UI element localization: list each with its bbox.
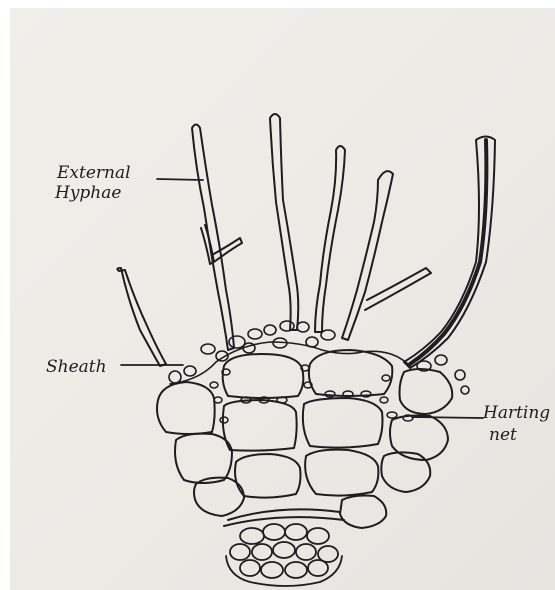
label-sheath: Sheath [46,357,107,377]
label-hartig-net-line1: Harting [482,403,550,423]
label-external-hyphae-line2: Hyphae [54,183,121,203]
hypha-left [117,268,166,366]
hypha-2 [192,125,234,351]
hypha-6-core [410,140,486,364]
hypha-5 [342,171,393,340]
label-external-hyphae-line1: External [56,163,131,183]
external-hyphae [117,114,495,368]
root-cortex-cells [157,350,452,528]
hartig-net-pointer [412,417,483,418]
endodermis-lines [224,509,344,526]
hypha-4 [315,146,345,332]
external-hyphae-pointer [157,179,203,180]
hypha-2-side [212,238,242,262]
hypha-3 [270,114,298,330]
label-pointers [121,179,483,418]
label-hartig-net-line2: net [489,425,517,445]
vascular-cylinder [226,524,342,586]
hypha-5-branch [365,268,431,310]
